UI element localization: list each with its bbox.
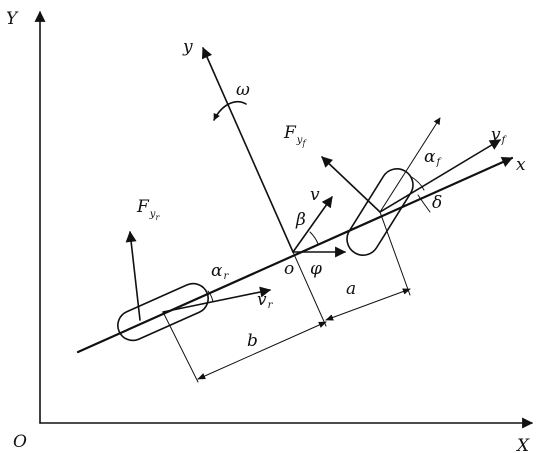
label-o: o [284, 259, 294, 279]
dim-b [197, 321, 327, 380]
body-y-axis [201, 46, 294, 253]
label-F-rear: Fyr [136, 197, 160, 222]
dim-ext-cg [292, 251, 327, 327]
label-O: O [13, 432, 27, 452]
label-alpha-f: αf [424, 147, 442, 168]
label-omega: ω [236, 80, 250, 100]
rear-wheel [117, 282, 209, 342]
dim-ext-rear [162, 311, 199, 383]
beta-arc [309, 231, 319, 245]
delta-arc [417, 194, 431, 213]
label-a: a [346, 279, 356, 299]
front-lateral-force [321, 156, 381, 213]
rear-lateral-force [125, 230, 141, 321]
dim-ext-front [379, 211, 411, 296]
front-velocity-line [379, 139, 501, 213]
cg-velocity [292, 196, 333, 253]
label-F-front: Fyf [283, 123, 307, 148]
label-x: x [516, 155, 526, 175]
label-delta: δ [432, 193, 442, 213]
alpha-r-arc [207, 290, 214, 303]
label-y: y [182, 37, 193, 57]
dim-a [325, 288, 411, 321]
yaw-rate-arc [213, 100, 247, 121]
label-X: X [515, 436, 530, 453]
label-beta: β [295, 210, 306, 230]
label-v-f: vf [491, 125, 508, 146]
label-v: v [310, 185, 320, 205]
label-alpha-r: αr [211, 261, 229, 282]
alpha-f-arc [409, 175, 425, 191]
front-heading-line [379, 117, 441, 213]
label-v-r: vr [257, 290, 274, 311]
rear-velocity [162, 286, 272, 313]
label-phi: φ [310, 259, 322, 279]
label-Y: Y [6, 9, 19, 29]
label-b: b [247, 331, 258, 351]
body-x-axis [76, 156, 514, 354]
